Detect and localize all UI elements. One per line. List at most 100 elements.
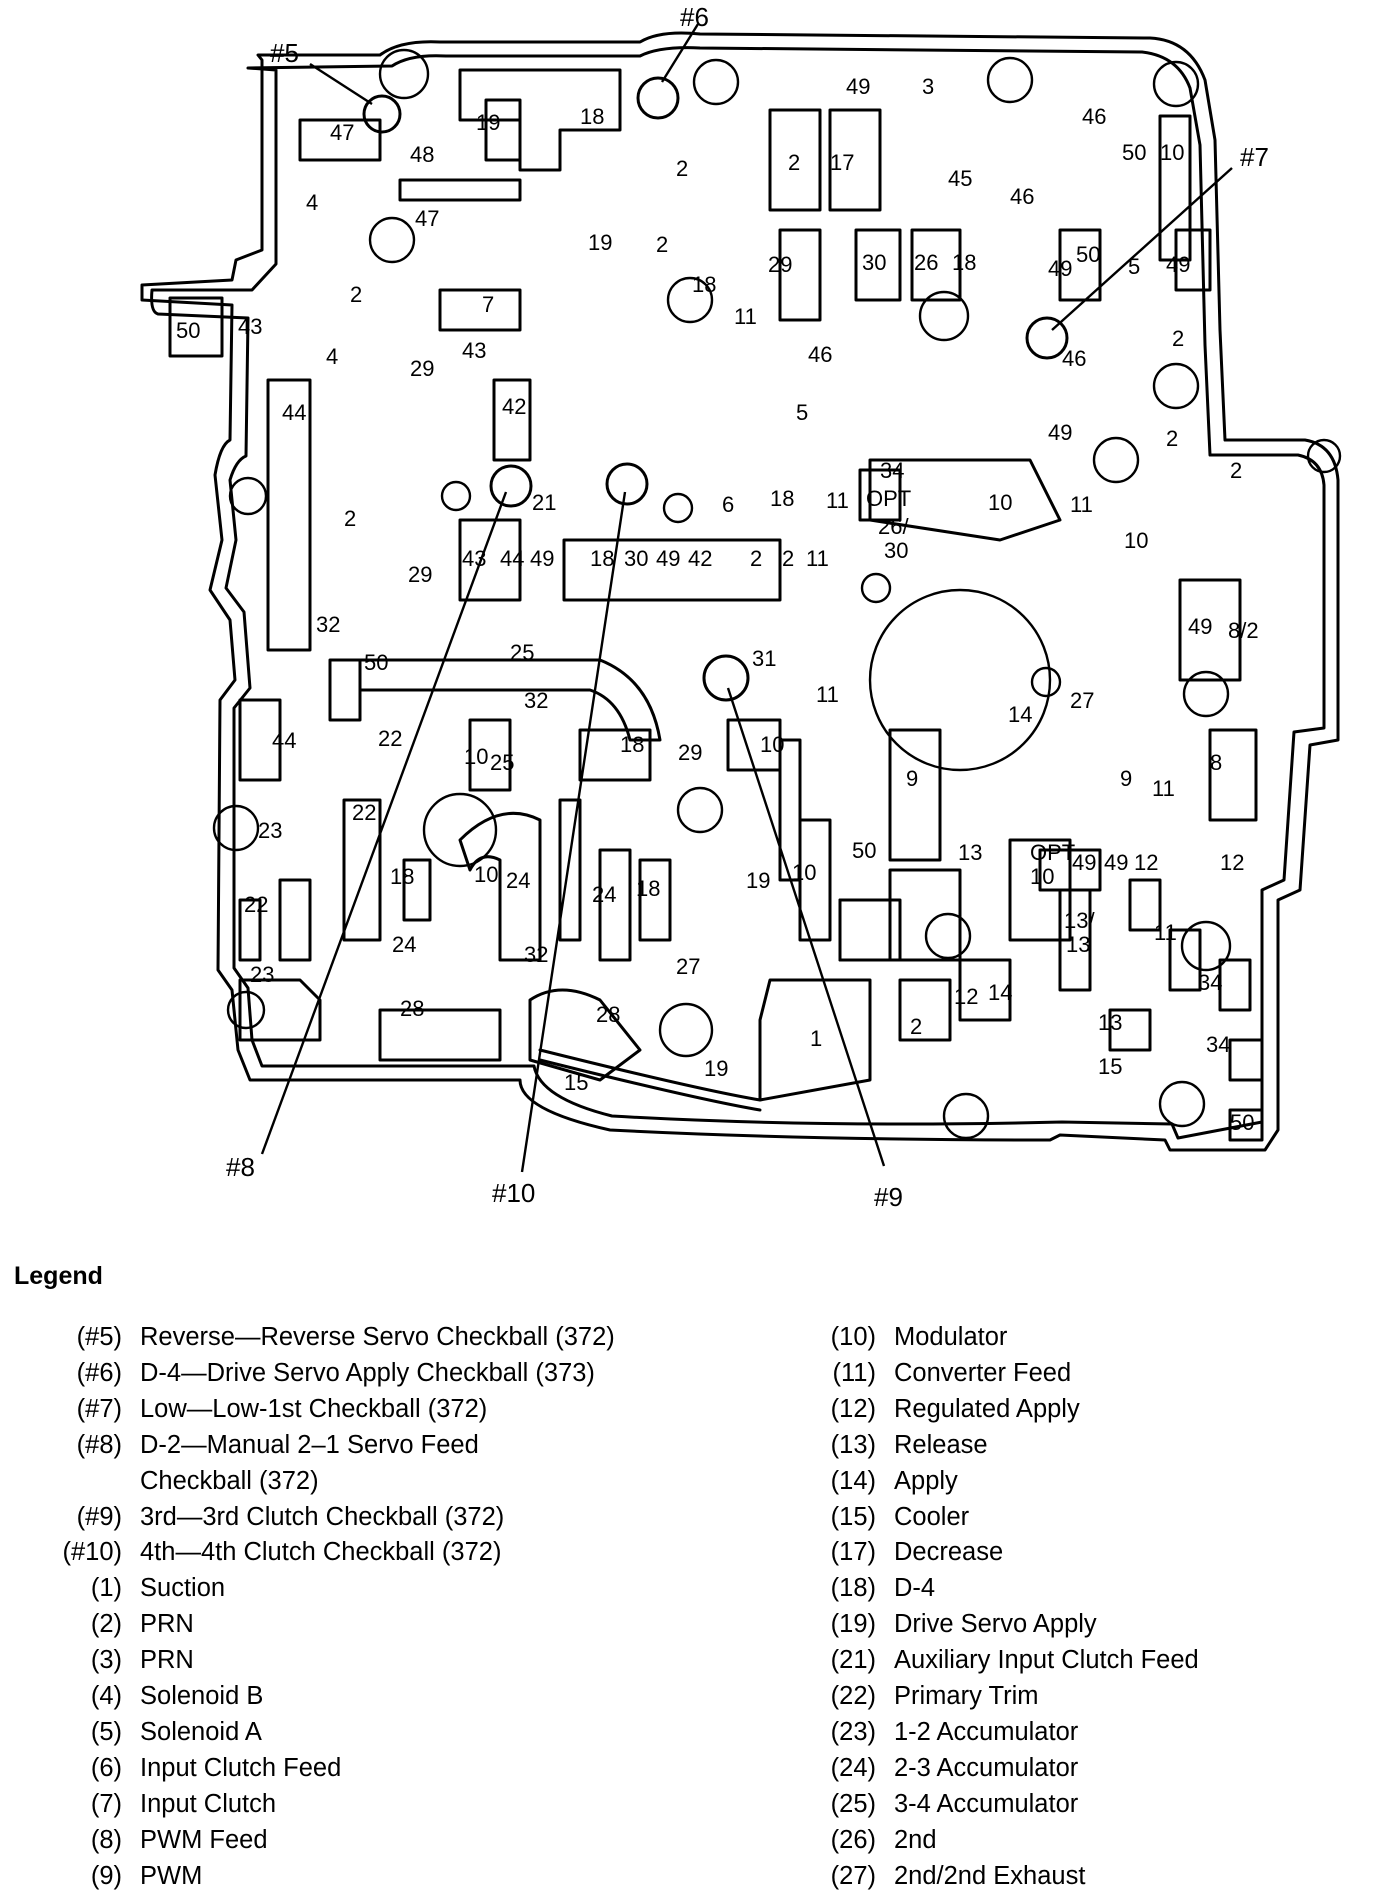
svg-text:46: 46 — [1010, 184, 1034, 209]
svg-text:24: 24 — [592, 882, 616, 907]
svg-text:34: 34 — [1198, 970, 1222, 995]
legend-entry: (7)Input Clutch — [40, 1787, 760, 1823]
svg-text:14: 14 — [988, 980, 1012, 1005]
svg-text:47: 47 — [415, 206, 439, 231]
legend-entry: (4)Solenoid B — [40, 1679, 760, 1715]
legend-code: (17) — [830, 1538, 876, 1567]
legend-entry: (#9)3rd—3rd Clutch Checkball (372) — [40, 1500, 760, 1536]
legend-desc: D-2—Manual 2–1 Servo Feed — [140, 1430, 479, 1459]
svg-text:13: 13 — [1066, 932, 1090, 957]
svg-text:30: 30 — [624, 546, 648, 571]
svg-text:OPT: OPT — [866, 486, 911, 511]
legend-left-column: (#5)Reverse—Reverse Servo Checkball (372… — [40, 1320, 760, 1895]
svg-text:2: 2 — [782, 546, 794, 571]
svg-text:4: 4 — [306, 190, 318, 215]
legend-code: (18) — [830, 1574, 876, 1603]
svg-text:49: 49 — [1166, 252, 1190, 277]
legend-code: (23) — [830, 1717, 876, 1746]
legend-entry: (17) Decrease — [820, 1535, 1360, 1571]
svg-text:32: 32 — [316, 612, 340, 637]
legend-entry: (26)2nd — [820, 1823, 1360, 1859]
legend-code: (22) — [830, 1682, 876, 1711]
svg-text:46: 46 — [1082, 104, 1106, 129]
svg-text:11: 11 — [1070, 492, 1093, 517]
legend-entry: (18)D-4 — [820, 1571, 1360, 1607]
legend-code: (#6) — [76, 1358, 122, 1387]
legend-code: (21) — [830, 1646, 876, 1675]
legend-entry: (13)Release — [820, 1428, 1360, 1464]
svg-text:44: 44 — [500, 546, 524, 571]
svg-text:2: 2 — [676, 156, 688, 181]
svg-text:2: 2 — [1230, 458, 1242, 483]
svg-text:22: 22 — [378, 726, 402, 751]
legend-entry: (10)Modulator — [820, 1320, 1360, 1356]
legend-code: (#10) — [62, 1538, 122, 1567]
svg-text:12: 12 — [1220, 850, 1244, 875]
svg-text:29: 29 — [678, 740, 702, 765]
svg-text:47: 47 — [330, 120, 354, 145]
svg-text:11: 11 — [734, 304, 757, 329]
svg-text:13/: 13/ — [1064, 908, 1095, 933]
legend-entry: (11)Converter Feed — [820, 1356, 1360, 1392]
svg-text:48: 48 — [410, 142, 434, 167]
legend-desc: Cooler — [894, 1502, 970, 1531]
svg-text:10: 10 — [1124, 528, 1148, 553]
svg-text:29: 29 — [410, 356, 434, 381]
legend-code: (#9) — [76, 1502, 122, 1531]
legend-code: (4) — [90, 1682, 122, 1711]
legend-code: (7) — [90, 1789, 122, 1818]
svg-text:49: 49 — [656, 546, 680, 571]
legend-desc: PWM Feed — [140, 1825, 268, 1854]
svg-text:50: 50 — [1122, 140, 1146, 165]
svg-text:18: 18 — [692, 272, 716, 297]
legend-entry: (5)Solenoid A — [40, 1715, 760, 1751]
legend-entry: (1)Suction — [40, 1571, 760, 1607]
legend-code: (19) — [830, 1610, 876, 1639]
svg-text:2: 2 — [910, 1014, 922, 1039]
svg-text:26/: 26/ — [878, 514, 909, 539]
svg-text:19: 19 — [476, 110, 500, 135]
svg-text:2: 2 — [656, 232, 668, 257]
svg-text:1: 1 — [810, 1026, 822, 1051]
legend-desc: PRN — [140, 1646, 194, 1675]
legend-code: (3) — [90, 1646, 122, 1675]
legend-code: (26) — [830, 1825, 876, 1854]
legend-desc: Drive Servo Apply — [894, 1610, 1097, 1639]
svg-text:32: 32 — [524, 688, 548, 713]
svg-text:8: 8 — [1210, 750, 1222, 775]
svg-text:11: 11 — [1152, 776, 1175, 801]
svg-text:2: 2 — [750, 546, 762, 571]
checkball-callout-9: #9 — [874, 1182, 903, 1212]
svg-text:29: 29 — [408, 562, 432, 587]
legend-entry: (14)Apply — [820, 1464, 1360, 1500]
legend-desc: Release — [894, 1430, 988, 1459]
svg-text:12: 12 — [954, 984, 978, 1009]
svg-text:42: 42 — [502, 394, 526, 419]
svg-text:49: 49 — [1072, 850, 1096, 875]
svg-text:49: 49 — [1104, 850, 1128, 875]
legend-desc: Decrease — [894, 1538, 1004, 1567]
legend-entry: (6)Input Clutch Feed — [40, 1751, 760, 1787]
svg-text:22: 22 — [352, 800, 376, 825]
legend-desc: Regulated Apply — [894, 1394, 1080, 1423]
svg-text:10: 10 — [1160, 140, 1184, 165]
legend-entry: (#7)Low—Low-1st Checkball (372) — [40, 1392, 760, 1428]
svg-text:46: 46 — [1062, 346, 1086, 371]
svg-text:23: 23 — [250, 962, 274, 987]
svg-text:19: 19 — [588, 230, 612, 255]
svg-text:19: 19 — [746, 868, 770, 893]
svg-text:13: 13 — [958, 840, 982, 865]
checkball-callout-5: #5 — [270, 38, 299, 68]
legend-code: (9) — [90, 1861, 122, 1890]
legend-desc: 2nd/2nd Exhaust — [894, 1861, 1086, 1890]
svg-text:49: 49 — [1048, 420, 1072, 445]
legend-code: (#7) — [76, 1394, 122, 1423]
legend-entry: (22)Primary Trim — [820, 1679, 1360, 1715]
svg-text:15: 15 — [564, 1070, 588, 1095]
legend-code: (1) — [90, 1574, 122, 1603]
svg-text:34: 34 — [880, 458, 904, 483]
svg-text:9: 9 — [906, 766, 918, 791]
svg-text:50: 50 — [1230, 1110, 1254, 1135]
svg-text:10: 10 — [464, 744, 488, 769]
legend-entry: (12)Regulated Apply — [820, 1392, 1360, 1428]
